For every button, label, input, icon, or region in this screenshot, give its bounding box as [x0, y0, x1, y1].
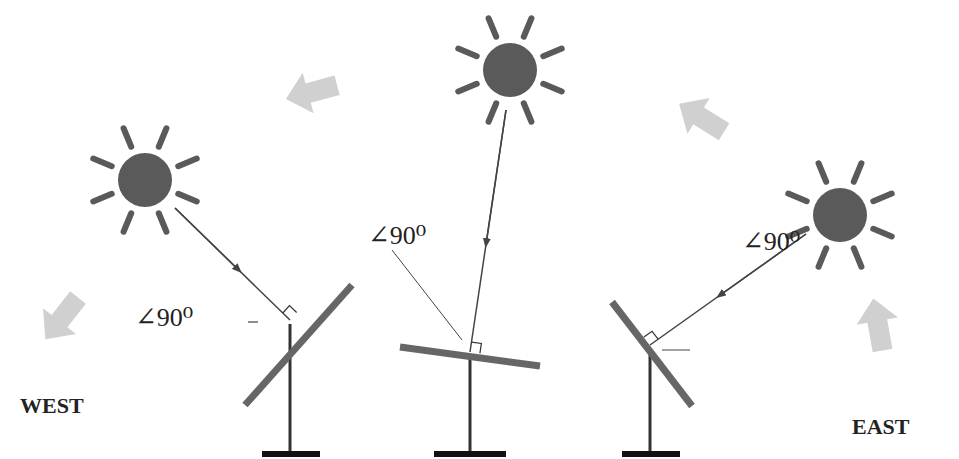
sun-ray: [524, 103, 532, 121]
sun-ray: [854, 163, 862, 181]
sun-ray: [178, 194, 196, 202]
right-angle-mark: [471, 342, 481, 353]
sun-ray: [178, 159, 196, 167]
sun: [483, 43, 537, 97]
right-angle-mark: [644, 331, 658, 339]
leader-line: [248, 321, 258, 322]
sun-ray: [819, 163, 827, 181]
sun-ray: [873, 229, 891, 237]
sun-ray: [93, 194, 111, 202]
sun-ray: [93, 159, 111, 167]
light-ray-arrow: [175, 208, 238, 270]
sun-ray: [819, 248, 827, 266]
sun-ray: [159, 213, 167, 231]
sun-ray: [489, 18, 497, 36]
motion-arrows: [29, 65, 903, 354]
angle-label: ∠90⁰: [135, 302, 193, 333]
leader-line: [392, 250, 462, 340]
panels: [175, 110, 806, 454]
motion-arrow: [853, 295, 904, 354]
stand-base: [262, 451, 320, 457]
sun-ray: [159, 128, 167, 146]
angle-label: ∠90⁰: [742, 226, 800, 257]
sun-ray: [543, 84, 561, 92]
motion-arrow: [29, 285, 95, 353]
light-ray: [470, 110, 506, 352]
sun: [813, 188, 867, 242]
sun-ray: [788, 194, 806, 202]
sun: [118, 153, 172, 207]
direction-label: EAST: [852, 414, 909, 440]
sun-ray: [458, 84, 476, 92]
solar-panel: [245, 285, 352, 405]
motion-arrow: [280, 65, 342, 119]
stand-post: [649, 349, 652, 452]
suns: [93, 18, 891, 266]
stand-base: [434, 451, 506, 457]
light-ray-arrow: [486, 110, 506, 243]
leader-line: [662, 350, 690, 351]
stand-post: [289, 324, 292, 452]
sun-ray: [124, 128, 132, 146]
solar-panel: [612, 302, 692, 406]
right-angle-mark: [283, 306, 297, 313]
sun-ray: [524, 18, 532, 36]
sun-ray: [489, 103, 497, 121]
sun-ray: [458, 49, 476, 57]
angle-label: ∠90⁰: [368, 220, 426, 251]
motion-arrow: [668, 86, 735, 150]
sun-ray: [873, 194, 891, 202]
direction-label: WEST: [20, 393, 84, 419]
sun-ray: [854, 248, 862, 266]
sun-ray: [543, 49, 561, 57]
stand-post: [469, 356, 472, 452]
sun-ray: [124, 213, 132, 231]
stand-base: [622, 451, 680, 457]
